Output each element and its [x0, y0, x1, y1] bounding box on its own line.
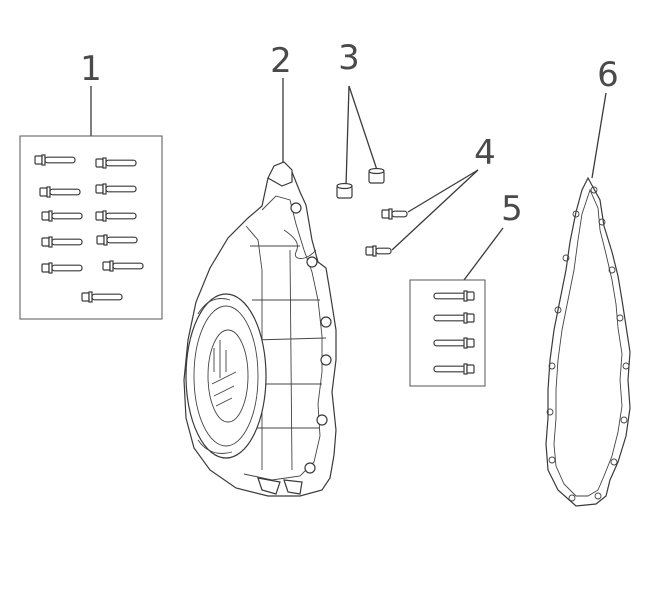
part-group-6: 6: [545, 55, 631, 507]
engine-side-cover-icon: [183, 161, 337, 497]
bolt-box-1: [19, 135, 163, 320]
dowel-pin-icon: [336, 167, 385, 199]
part-group-4: 4: [365, 133, 496, 257]
part-group-1: 1: [19, 49, 163, 320]
callout-4-label: 4: [474, 133, 496, 173]
callout-4-leader-a: [407, 169, 479, 213]
callout-2-label: 2: [270, 41, 292, 81]
callout-3-leader-b: [348, 85, 378, 171]
callout-5-label: 5: [501, 189, 523, 229]
callout-5-leader: [463, 227, 504, 281]
callout-4-leader-b: [391, 169, 479, 251]
gasket-icon: [545, 176, 631, 507]
callout-1-label: 1: [80, 49, 102, 89]
flange-bolt-icon: [365, 208, 408, 257]
callout-6-label: 6: [597, 55, 619, 95]
part-group-5: 5: [409, 189, 523, 387]
callout-6-leader: [591, 92, 607, 179]
part-group-3: 3: [336, 38, 385, 199]
callout-3-leader-a: [345, 85, 350, 187]
callout-3-label: 3: [338, 38, 360, 78]
part-group-2: 2: [183, 41, 337, 497]
